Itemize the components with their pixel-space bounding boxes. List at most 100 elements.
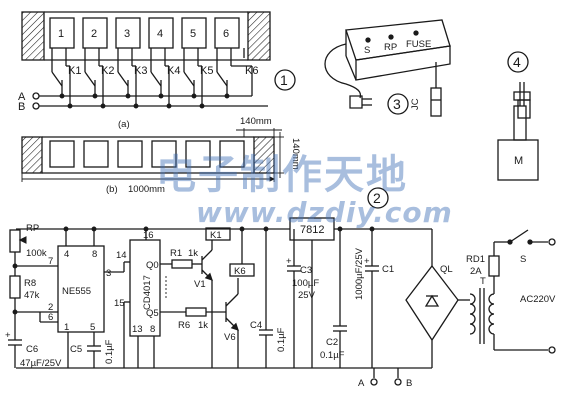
ne555-pin-5: 5 [90,322,95,333]
ne555-pin-4: 4 [64,249,69,260]
k1-label: K1 [210,230,222,241]
shaft-coupler [513,91,531,101]
panel-label-rp: RP [384,42,397,53]
c6-plus: + [5,330,11,341]
mains-terminal-top [548,238,556,246]
circled-number-4-ring [507,51,529,73]
circled-number-1-ring [274,69,296,91]
v6-label: V6 [224,332,236,343]
c3-label: C3 [300,265,312,276]
c3-value: 100µF [292,278,319,289]
dim-length-label: 1000mm [128,184,165,195]
ne555-label: NE555 [62,286,91,297]
rp-knob [388,34,394,40]
r6-value: 1k [198,320,208,331]
terminal-b-bottom-label: B [406,378,412,389]
box-left-bottom [345,55,357,81]
dim-height-label: 140mm [290,138,301,170]
circled-number-3-ring [387,93,409,115]
strip-b-cell-2 [83,140,109,168]
fuse-value: 2A [470,266,482,277]
cd4017-pin-16: 16 [143,230,154,241]
c5-value: 0.1µF [104,339,115,364]
circled-number-3: 3 [393,96,401,112]
switch-knob [365,37,371,43]
panel-label-fuse: FUSE [406,39,431,50]
ne555-pin-2: 2 [48,302,53,313]
circled-number-4: 4 [513,54,521,70]
cd4017-out-q0: Q0 [146,260,159,271]
fuse-holder [413,30,419,36]
strip-left-hatch [21,11,45,61]
r6-resistor [185,307,207,317]
c6-label: C6 [26,344,38,355]
dim-width-label: 140mm [240,116,272,127]
relay-contact-k1: K1 [51,48,81,109]
figure-b-strip: 140mm 140mm (b) 1000mm [21,116,301,195]
cd4017-out-q5: Q5 [146,308,159,319]
fuse-label: RD1 [466,254,485,265]
r1-resistor [171,259,193,269]
rp-potentiometer [9,229,21,253]
relay-k6-label: K6 [245,65,258,77]
figure-a-caption: (a) [118,119,130,130]
r1-value: 1k [188,248,198,259]
figure-b-caption: (b) [106,184,118,195]
bridge-diode [424,294,440,307]
strip-right-hatch [247,11,271,61]
fuse-rd1 [488,255,500,277]
cell-5-label: 5 [190,28,196,40]
ne555-pin-3: 3 [106,268,111,279]
relay-k1-label: K1 [68,65,81,77]
motor-label: M [514,155,523,167]
strip-b-cell-6 [219,140,245,168]
ne555-chip [57,245,105,333]
ne555-pin-7: 7 [48,256,53,267]
strip-b-right-hatch [253,136,275,174]
relay-contact-k6: K6 [216,48,258,99]
ne555-pin-1: 1 [64,322,69,333]
cell-5: 5 [181,17,207,49]
jack-label: JC [410,98,421,110]
circled-number-1: 1 [280,72,288,88]
r6-label: R6 [178,320,190,331]
rp-label: RP [26,223,39,234]
box-front-face [355,45,451,81]
cell-1-label: 1 [58,28,64,40]
strip-b-left-hatch [21,136,43,174]
strip-b-cell-1 [49,140,75,168]
terminal-a-top [32,92,40,100]
terminal-a-top-label: A [18,91,26,103]
main-schematic: RP 100k R8 47k + C6 47µF/25V NE555 4 8 3… [5,187,556,389]
circled-number-2-ring [367,187,389,209]
r8-value: 47k [24,290,40,301]
c1-plus: + [364,256,370,267]
panel-label-s: S [364,45,370,56]
cd4017-pin-13: 13 [132,324,143,335]
terminal-b-bottom [394,378,402,386]
c1-label: C1 [382,264,394,275]
strip-b-cell-3 [117,140,143,168]
cd4017-pin-15: 15 [114,298,125,309]
c3-voltage: 25V [298,290,316,301]
bridge-rectifier [405,264,459,342]
figure-4-motor: 4 M [497,51,539,181]
c4-label: C4 [250,320,262,331]
figure-3-control-box: S RP FUSE JC 3 [324,19,451,117]
r8-resistor [9,275,21,299]
power-cord [324,43,362,99]
relay-k3-label: K3 [134,65,147,77]
k1-relay-coil [205,227,231,241]
v6-emitter [225,317,239,331]
circled-number-2: 2 [373,190,381,206]
terminal-a-bottom-label: A [358,378,365,389]
ne555-pin-6: 6 [48,312,53,323]
transformer-label: T [480,276,486,287]
transformer-secondary [469,293,476,335]
cell-3-label: 3 [124,28,130,40]
mains-terminal-bottom [548,346,556,354]
relay-k5-label: K5 [200,65,213,77]
power-plug [349,95,363,109]
cell-4: 4 [148,17,174,49]
